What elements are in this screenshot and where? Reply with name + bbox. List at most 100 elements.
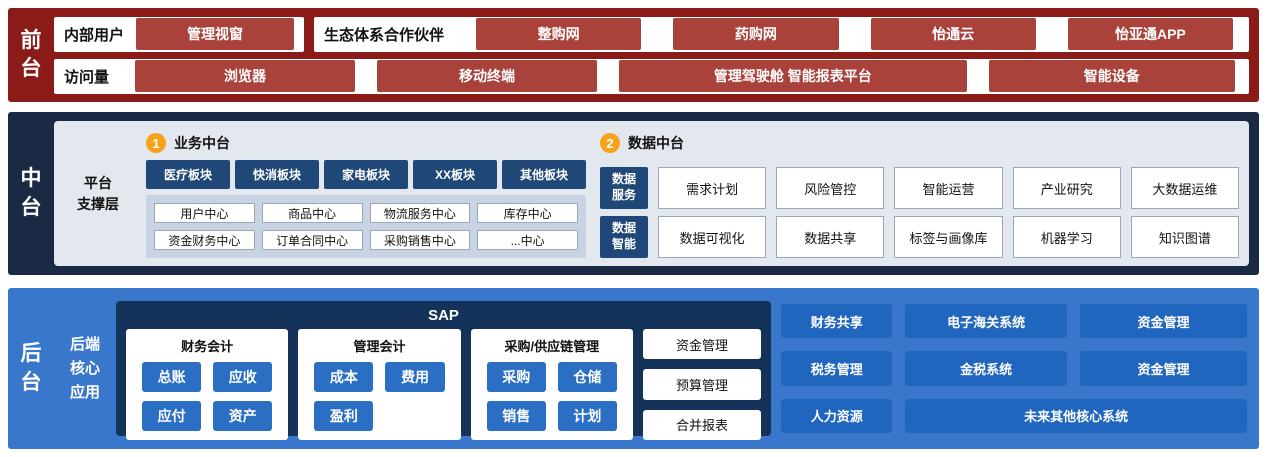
data-intelligence-row: 数据 智能 数据可视化 数据共享 标签与画像库 机器学习 知识图谱: [600, 216, 1240, 258]
backend-core-apps-label: 后端 核心 应用: [69, 335, 100, 401]
cost-button[interactable]: 成本: [314, 362, 374, 392]
middle-band-label: 中 台: [20, 167, 42, 219]
business-section-title: 业务中台: [174, 135, 230, 151]
fund-management-button-2[interactable]: 资金管理: [1079, 351, 1247, 386]
smart-device-button[interactable]: 智能设备: [988, 60, 1235, 92]
data-service-row: 数据 服务 需求计划 风险管控 智能运营 产业研究 大数据运维: [600, 167, 1240, 209]
data-intelligence-cell: 数据可视化: [658, 216, 767, 258]
management-accounting-title: 管理会计: [353, 339, 406, 354]
back-band-label: 后 台: [20, 342, 42, 394]
management-window-button[interactable]: 管理视窗: [136, 18, 294, 50]
yiyatong-app-button[interactable]: 怡亚通APP: [1067, 18, 1234, 50]
sales-button[interactable]: 销售: [486, 401, 546, 431]
yaogou-net-button[interactable]: 药购网: [673, 18, 839, 50]
data-service-cell: 需求计划: [658, 167, 767, 209]
warehouse-button[interactable]: 仓储: [557, 362, 617, 392]
platform-support-layer-label: 平台 支撑层: [77, 174, 119, 212]
profit-button[interactable]: 盈利: [314, 401, 374, 431]
front-band: 前 台 内部用户 管理视窗 生态体系合作伙伴 整购网 药购网 怡通云 怡亚通AP…: [8, 8, 1259, 102]
browser-button[interactable]: 浏览器: [135, 60, 356, 92]
financial-accounting-group: 财务会计 总账 应收 应付 资产: [126, 329, 289, 440]
data-intelligence-label: 数据 智能: [600, 216, 648, 258]
center-cell: 资金财务中心: [154, 230, 255, 250]
future-core-systems-button[interactable]: 未来其他核心系统: [905, 398, 1247, 433]
front-rows: 内部用户 管理视窗 生态体系合作伙伴 整购网 药购网 怡通云 怡亚通APP 访问…: [54, 8, 1259, 102]
fund-management-box: 资金管理: [642, 329, 761, 360]
front-row-2: 访问量 浏览器 移动终端 管理驾驶舱 智能报表平台 智能设备: [54, 58, 1249, 94]
management-accounting-buttons: 成本 费用 盈利: [306, 362, 452, 431]
core-systems-grid: 财务共享 电子海关系统 资金管理 税务管理 金税系统 资金管理 人力资源 未来其…: [781, 304, 1247, 433]
golden-tax-system-button[interactable]: 金税系统: [905, 351, 1067, 386]
human-resources-button[interactable]: 人力资源: [781, 398, 893, 433]
tab-xx-sector[interactable]: XX板块: [413, 160, 497, 189]
data-middle-platform-section: 2 数据中台 数据 服务 需求计划 风险管控 智能运营 产业研究 大数据运维 数…: [600, 129, 1240, 258]
center-cell: 库存中心: [477, 203, 578, 223]
zhenggou-net-button[interactable]: 整购网: [476, 18, 642, 50]
cockpit-report-platform-button[interactable]: 管理驾驶舱 智能报表平台: [619, 60, 967, 92]
center-cell: ...中心: [477, 230, 578, 250]
data-service-label: 数据 服务: [600, 167, 648, 209]
tab-fmcg-sector[interactable]: 快消板块: [235, 160, 319, 189]
sap-title: SAP: [428, 307, 459, 324]
visits-label: 访问量: [64, 68, 110, 86]
yitong-cloud-button[interactable]: 怡通云: [870, 18, 1036, 50]
tab-appliance-sector[interactable]: 家电板块: [324, 160, 408, 189]
middle-container: 平台 支撑层 1 业务中台 医疗板块 快消板块 家电板块 XX板块 其他板块 用…: [54, 121, 1249, 266]
front-band-label: 前 台: [20, 28, 42, 80]
center-cell: 用户中心: [154, 203, 255, 223]
procurement-button[interactable]: 采购: [486, 362, 546, 392]
general-ledger-button[interactable]: 总账: [142, 362, 202, 392]
center-cell: 采购销售中心: [369, 230, 471, 250]
center-cell: 订单合同中心: [261, 230, 363, 250]
procurement-scm-group: 采购/供应链管理 采购 仓储 销售 计划: [470, 329, 633, 440]
planning-button[interactable]: 计划: [557, 401, 617, 431]
tax-management-button[interactable]: 税务管理: [781, 351, 893, 386]
fund-management-button[interactable]: 资金管理: [1079, 304, 1247, 339]
data-service-cell: 风险管控: [776, 167, 885, 209]
internal-users-label: 内部用户: [64, 26, 125, 44]
data-intelligence-cell: 标签与画像库: [894, 216, 1003, 258]
data-intelligence-cell: 数据共享: [776, 216, 885, 258]
center-cell: 物流服务中心: [369, 203, 471, 223]
front-row-1: 内部用户 管理视窗 生态体系合作伙伴 整购网 药购网 怡通云 怡亚通APP: [54, 16, 1249, 52]
management-accounting-group: 管理会计 成本 费用 盈利: [298, 329, 461, 440]
e-customs-system-button[interactable]: 电子海关系统: [905, 304, 1067, 339]
sap-content: 财务会计 总账 应收 应付 资产 管理会计 成本 费用 盈利: [126, 329, 761, 440]
sap-side-column: 资金管理 预算管理 合并报表: [642, 329, 761, 440]
procurement-scm-buttons: 采购 仓储 销售 计划: [479, 362, 625, 431]
back-band: 后 台 后端 核心 应用 SAP 财务会计 总账 应收 应付 资产 管理会计: [8, 288, 1259, 449]
number-1-badge: 1: [146, 133, 166, 153]
number-2-badge: 2: [600, 133, 620, 153]
visits-box: 访问量 浏览器 移动终端 管理驾驶舱 智能报表平台 智能设备: [54, 58, 1249, 94]
middle-band: 中 台 平台 支撑层 1 业务中台 医疗板块 快消板块 家电板块 XX板块 其他…: [8, 112, 1259, 275]
sap-panel: SAP 财务会计 总账 应收 应付 资产 管理会计 成本 费用: [116, 301, 771, 440]
ecosystem-partners-label: 生态体系合作伙伴: [324, 26, 445, 44]
business-middle-platform-section: 1 业务中台 医疗板块 快消板块 家电板块 XX板块 其他板块 用户中心 商品中…: [146, 129, 586, 258]
center-cell: 商品中心: [261, 203, 363, 223]
finance-sharing-button[interactable]: 财务共享: [781, 304, 893, 339]
expense-button[interactable]: 费用: [385, 362, 445, 392]
consolidated-report-box: 合并报表: [642, 409, 761, 440]
business-section-header: 1 业务中台: [146, 131, 586, 155]
data-intelligence-cell: 知识图谱: [1130, 216, 1240, 258]
tab-other-sector[interactable]: 其他板块: [502, 160, 586, 189]
assets-button[interactable]: 资产: [213, 401, 273, 431]
financial-accounting-title: 财务会计: [181, 339, 234, 354]
budget-management-box: 预算管理: [642, 369, 761, 400]
internal-users-box: 内部用户 管理视窗: [54, 16, 304, 52]
financial-accounting-buttons: 总账 应收 应付 资产: [134, 362, 280, 431]
data-service-cell: 大数据运维: [1130, 167, 1240, 209]
receivables-button[interactable]: 应收: [213, 362, 273, 392]
business-centers-panel: 用户中心 商品中心 物流服务中心 库存中心 资金财务中心 订单合同中心 采购销售…: [146, 195, 586, 258]
business-sector-tabs: 医疗板块 快消板块 家电板块 XX板块 其他板块: [146, 160, 586, 189]
data-intelligence-cell: 机器学习: [1012, 216, 1121, 258]
tab-medical-sector[interactable]: 医疗板块: [146, 160, 230, 189]
data-section-header: 2 数据中台: [600, 131, 1239, 155]
mobile-terminal-button[interactable]: 移动终端: [377, 60, 598, 92]
data-section-title: 数据中台: [628, 135, 684, 151]
payables-button[interactable]: 应付: [142, 401, 202, 431]
procurement-scm-title: 采购/供应链管理: [504, 339, 600, 354]
data-service-cell: 智能运营: [894, 167, 1003, 209]
ecosystem-partners-box: 生态体系合作伙伴 整购网 药购网 怡通云 怡亚通APP: [314, 16, 1249, 52]
